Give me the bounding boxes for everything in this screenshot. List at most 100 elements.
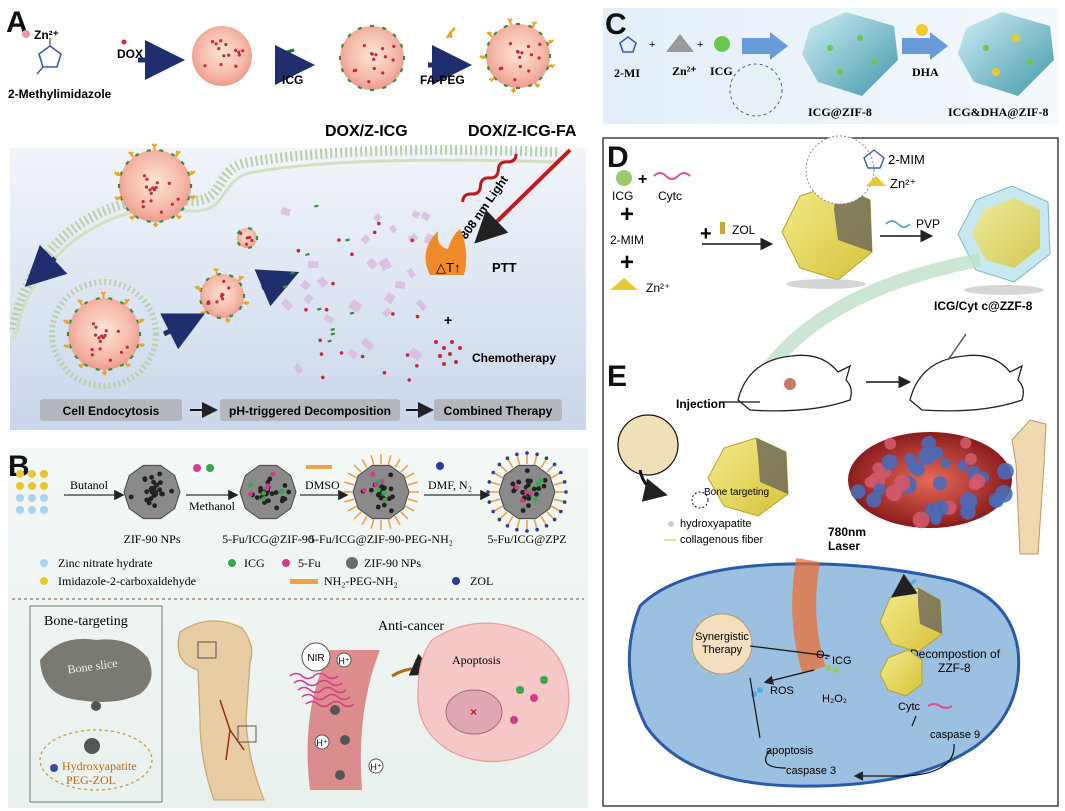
svg-text:+: + [700,223,712,245]
endosome [49,279,159,389]
panel-label-b: B [8,450,30,483]
svg-text:+: + [638,171,647,188]
nanoparticle-decomposing [194,267,250,323]
methanol-label: Methanol [189,499,236,513]
h-plus-2: H⁺ [316,738,327,748]
zol-icon [720,222,725,234]
cell-membrane-inner [12,158,561,341]
nanoparticle-dox-z-icg-fa [479,18,556,94]
legend-imidazole: Imidazole-2-carboxaldehyde [58,574,196,588]
ros-label: ROS [770,685,794,697]
panel-e: E Injection Bone targeting hydroxyapatit… [607,253,1047,788]
nanoparticle-binding [114,143,196,228]
panel-b: B Butanol ZIF-90 NPs Methanol 5-Fu/ICG@Z… [8,448,588,808]
svg-text:+: + [649,39,655,51]
dox-icon [121,39,127,45]
panel-label-a: A [6,6,28,39]
methylimidazole-icon [36,38,62,75]
bone-slice-image [40,638,152,702]
apoptosis-label: Apoptosis [452,653,501,667]
fa-peg-icon [445,27,456,39]
light-wave [461,153,518,203]
step-combined-box [434,399,562,421]
cell-membrane [9,145,561,331]
cancer-cell [417,622,570,763]
icg-label-e: ICG [832,655,852,667]
loaded-zif90-particle [239,464,297,520]
icg-label-c: ICG [710,64,733,78]
icg-dha-zif8-label: ICG&DHA@ZIF-8 [948,105,1049,119]
legend-zif90: ZIF-90 NPs [364,556,421,570]
2-mi-icon [619,36,637,53]
hydroxyapatite-legend: hydroxyapatite [680,518,752,530]
svg-text:+: + [620,249,634,276]
product-dox-z-icg: DOX/Z-ICG [325,123,408,140]
arrow-endocytosis [24,244,68,287]
dmf-label: DMF, N₂ [428,478,472,492]
anti-cancer-title: Anti-cancer [378,619,444,634]
dmso-label: DMSO [305,478,340,492]
nanoparticle-zif [192,26,252,86]
mitochondria-cluster [691,613,753,675]
injection-label: Injection [676,397,725,411]
zn-label: Zn²⁺ [34,28,59,42]
icg-label: ICG [282,73,303,87]
mouse-2-icon [909,354,1024,412]
step-endocytosis: Cell Endocytosis [63,404,160,418]
2-mi-label: 2-MI [614,66,640,80]
h2o2-label: H₂O₂ [822,693,847,705]
step-combined: Combined Therapy [444,404,553,418]
zinc-ion-icon [22,30,30,38]
nir-waves [289,672,355,708]
dox-label: DOX [117,47,143,61]
panel-label-d: D [607,141,629,174]
peg-zol-label: PEG-ZOL [66,773,116,787]
product-label-d: ICG/Cyt c@ZZF-8 [934,299,1033,313]
step-decomposition: pH-triggered Decomposition [229,404,391,418]
caspase3-label: caspase 3 [786,765,836,777]
pvp-icon [885,220,911,228]
collagen-legend: collagenous fiber [680,534,764,546]
cytc-label-d: Cytc [658,189,682,203]
panel-label-c: C [605,8,627,41]
apoptosis-label-e: apoptosis [766,745,814,757]
bone-icon-e [1011,419,1047,555]
bone-slice-label: Bone slice [67,656,119,677]
chemotherapy-label: Chemotherapy [472,351,556,365]
h-plus-3: H⁺ [370,762,381,772]
icg-zif8-crystal [802,12,898,96]
product-dox-z-icg-fa: DOX/Z-ICG-FA [468,123,577,140]
legend-zinc: Zinc nitrate hydrate [58,556,153,570]
bone-targeting-label-e: Bone targeting [704,487,769,498]
dha-icon [916,24,928,36]
pvp-label: PVP [916,217,940,231]
zn-label-c: Zn²⁺ [672,64,697,78]
laser-beam-e [792,558,826,674]
legend-zol: ZOL [470,574,493,588]
hydroxyapatite-label: Hydroxyapatite [62,759,137,773]
bone-zoom-circle [617,414,679,476]
flame-icon [425,229,467,275]
zpz-particle [486,451,568,533]
mim-label-d: 2-MIM [610,233,644,247]
h-plus-1: H⁺ [338,656,349,666]
zn-pyramid-icon [666,34,694,52]
zif90-label: ZIF-90 NPs [123,532,180,546]
zn-icon-d [610,278,638,290]
methylimidazole-label: 2-Methylimidazole [8,87,112,101]
panel-d: D ICG + Cytc + 2-MIM + Zn²⁺ + ZOL 2-MIM … [607,135,1051,313]
icg-molecule-icon [286,48,295,54]
panel-a: A Zn²⁺ DOX 2-Methylimidazole ICG FA-PEG … [6,6,586,430]
butanol-label: Butanol [70,478,109,492]
blood-vessel [307,650,380,790]
pegylated-particle [343,454,419,530]
legend-zn-d: Zn²⁺ [890,176,916,191]
panel-label-e: E [607,360,627,393]
p2-label: 5-Fu/ICG@ZIF-90-PEG-NH₂ [309,532,453,546]
chemo-dots [434,340,462,366]
nir-label: NIR [307,653,324,664]
